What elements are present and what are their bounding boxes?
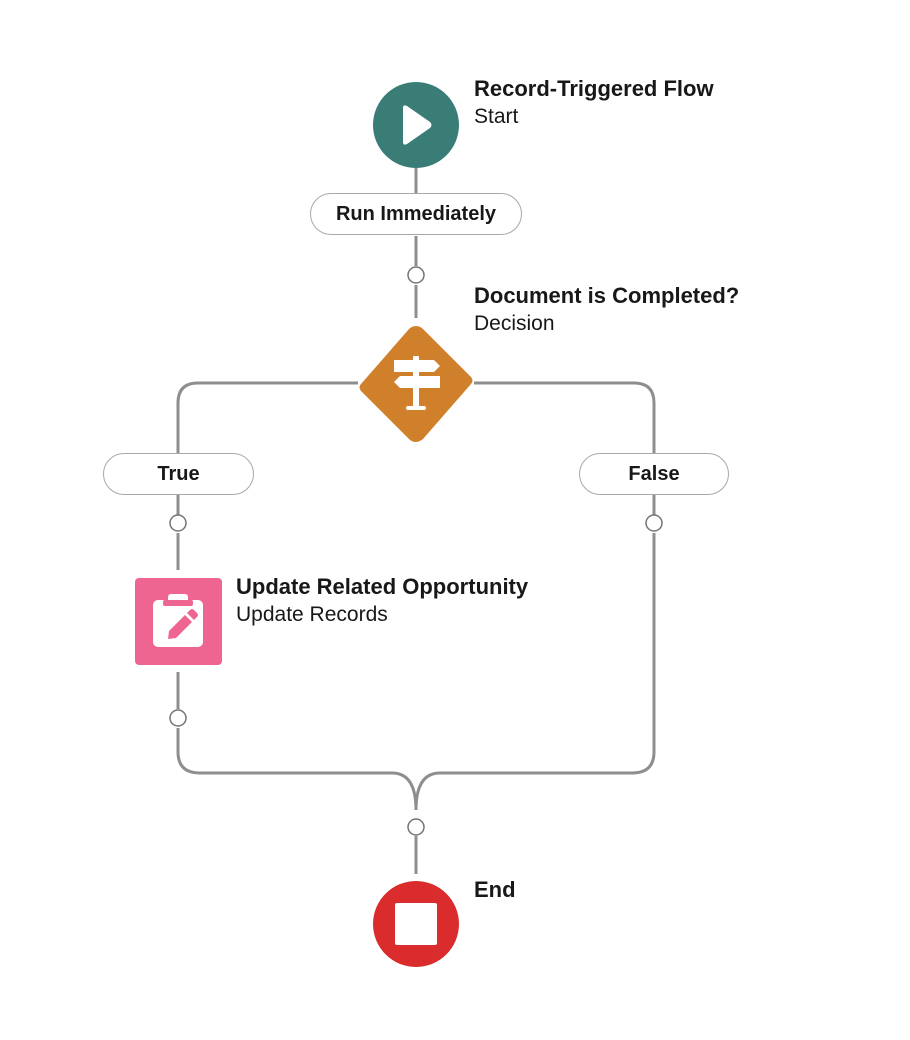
connector-left-merge [176, 728, 418, 811]
decision-outcome-false[interactable]: False [579, 453, 729, 495]
signpost-icon [394, 356, 440, 410]
add-element-button[interactable] [407, 266, 425, 284]
end-node[interactable] [372, 880, 460, 968]
update-records-node-label: Update Related Opportunity Update Record… [236, 572, 528, 629]
clipboard-edit-icon [153, 594, 203, 647]
add-element-button[interactable] [169, 514, 187, 532]
update-records-node-subtitle: Update Records [236, 603, 388, 626]
update-records-node[interactable] [135, 578, 222, 665]
decision-node-title: Document is Completed? [474, 283, 740, 308]
flow-connectors [176, 166, 656, 874]
stop-icon [395, 903, 437, 945]
connector-right-merge [414, 533, 656, 811]
start-node-title: Record-Triggered Flow [474, 76, 714, 101]
decision-node-subtitle: Decision [474, 312, 555, 335]
end-node-label: End [474, 875, 516, 904]
decision-outcome-true[interactable]: True [103, 453, 254, 495]
add-element-button[interactable] [407, 818, 425, 836]
play-icon [403, 105, 432, 145]
connector-decision-right-branch [474, 381, 656, 453]
add-element-button[interactable] [169, 709, 187, 727]
connector-decision-left-branch [176, 381, 358, 453]
start-node-label: Record-Triggered Flow Start [474, 74, 714, 131]
decision-node-label: Document is Completed? Decision [474, 281, 739, 338]
scheduled-path-label[interactable]: Run Immediately [310, 193, 522, 235]
update-records-node-title: Update Related Opportunity [236, 574, 529, 599]
end-node-title: End [474, 877, 516, 902]
decision-node[interactable] [356, 324, 476, 444]
add-element-button[interactable] [645, 514, 663, 532]
start-node[interactable] [372, 81, 460, 169]
start-node-subtitle: Start [474, 105, 519, 128]
